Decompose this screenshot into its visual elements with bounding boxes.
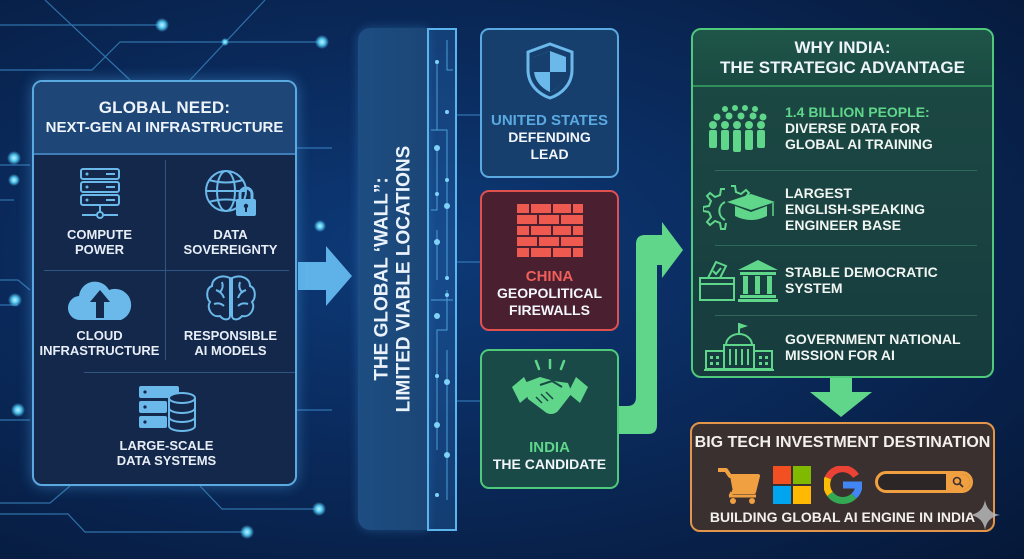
country-name: UNITED STATES <box>491 112 608 129</box>
need-item-responsible-ai: RESPONSIBLE AI MODELS <box>165 274 295 358</box>
gear-graduation-cap-icon <box>703 185 775 230</box>
google-g-logo-icon <box>824 466 862 504</box>
shield-icon <box>526 42 573 100</box>
arrow-down-icon <box>810 378 872 417</box>
capitol-building-icon <box>704 323 774 371</box>
advantage-text: GLOBAL AI TRAINING <box>785 136 933 152</box>
advantage-item-democracy: STABLE DEMOCRATIC SYSTEM <box>693 246 992 314</box>
global-wall-panel <box>358 28 428 530</box>
why-india-header: WHY INDIA: THE STRATEGIC ADVANTAGE <box>693 30 992 87</box>
country-subtitle: LEAD <box>530 146 569 162</box>
need-label: INFRASTRUCTURE <box>39 343 160 358</box>
country-name: CHINA <box>525 268 574 285</box>
database-icon <box>138 386 196 432</box>
country-subtitle: GEOPOLITICAL <box>497 285 602 301</box>
need-item-compute: COMPUTE POWER <box>34 167 165 257</box>
search-bar-icon <box>875 471 973 493</box>
advantage-text: DIVERSE DATA FOR <box>785 120 921 136</box>
need-label: COMPUTE <box>67 227 132 242</box>
advantage-text: SYSTEM <box>785 280 843 296</box>
why-india-subtitle: THE STRATEGIC ADVANTAGE <box>720 57 965 77</box>
brain-icon <box>205 275 256 321</box>
search-icon <box>946 474 970 490</box>
advantage-text: MISSION FOR AI <box>785 347 895 363</box>
need-label: DATA <box>213 227 248 242</box>
country-name: INDIA <box>529 439 570 456</box>
global-need-subtitle: NEXT-GEN AI INFRASTRUCTURE <box>45 118 284 136</box>
wall-title: THE GLOBAL ‘WALL”: <box>371 177 393 381</box>
advantage-divider <box>715 245 977 246</box>
country-card-united-states: UNITED STATES DEFENDING LEAD <box>480 28 619 178</box>
global-need-title: GLOBAL NEED: <box>98 97 231 117</box>
advantage-text: STABLE DEMOCRATIC <box>785 264 938 280</box>
sparkle-icon <box>970 500 1000 530</box>
wall-subtitle: LIMITED VIABLE LOCATIONS <box>393 145 415 413</box>
big-tech-panel: BIG TECH INVESTMENT DESTINATION BUILDING… <box>690 422 995 532</box>
arrow-india-to-panel-icon <box>619 222 683 434</box>
server-rack-icon <box>79 168 120 219</box>
country-subtitle: DEFENDING <box>508 129 591 145</box>
country-subtitle: THE CANDIDATE <box>492 456 607 472</box>
global-need-header: GLOBAL NEED: NEXT-GEN AI INFRASTRUCTURE <box>34 82 295 155</box>
ballot-box-institution-icon <box>699 260 778 302</box>
big-tech-footer: BUILDING GLOBAL AI ENGINE IN INDIA <box>709 509 976 525</box>
need-label: AI MODELS <box>194 343 267 358</box>
country-card-china: CHINA GEOPOLITICAL FIREWALLS <box>480 190 619 331</box>
advantage-item-national-mission: GOVERNMENT NATIONAL MISSION FOR AI <box>693 316 992 376</box>
need-label: LARGE-SCALE <box>119 438 214 453</box>
need-item-data-systems: LARGE-SCALE DATA SYSTEMS <box>34 384 295 468</box>
advantage-text: GOVERNMENT NATIONAL <box>785 331 961 347</box>
advantage-text: LARGEST <box>785 185 852 201</box>
why-india-title: WHY INDIA: <box>794 37 891 57</box>
circuit-traces-icon <box>431 40 453 500</box>
grid-divider-horizontal <box>44 270 289 271</box>
advantage-item-population: 1.4 BILLION PEOPLE: DIVERSE DATA FOR GLO… <box>693 92 992 164</box>
advantage-text: ENGLISH-SPEAKING <box>785 201 926 217</box>
advantage-highlight: 1.4 BILLION PEOPLE: <box>785 104 930 120</box>
arrow-right-icon <box>298 246 352 306</box>
advantage-text: ENGINEER BASE <box>785 217 901 233</box>
need-item-cloud: CLOUD INFRASTRUCTURE <box>34 280 165 358</box>
global-need-panel: GLOBAL NEED: NEXT-GEN AI INFRASTRUCTURE … <box>32 80 297 486</box>
advantage-item-engineers: LARGEST ENGLISH-SPEAKING ENGINEER BASE <box>693 172 992 246</box>
need-label: SOVEREIGNTY <box>183 242 278 257</box>
cloud-upload-icon <box>67 281 131 321</box>
why-india-panel: WHY INDIA: THE STRATEGIC ADVANTAGE 1.4 B… <box>691 28 994 378</box>
country-card-india: INDIA THE CANDIDATE <box>480 349 619 489</box>
handshake-icon <box>511 359 588 414</box>
need-label: DATA SYSTEMS <box>116 453 217 468</box>
grid-divider-vertical <box>165 160 166 360</box>
shopping-cart-icon <box>718 468 760 504</box>
need-item-data-sovereignty: DATA SOVEREIGNTY <box>165 167 295 257</box>
need-label: POWER <box>74 242 125 257</box>
circuit-wall-bar <box>427 28 457 531</box>
country-subtitle: FIREWALLS <box>509 302 590 318</box>
grid-divider-horizontal <box>84 372 295 373</box>
advantage-divider <box>715 170 977 171</box>
brick-wall-icon <box>516 204 583 257</box>
big-tech-title: BIG TECH INVESTMENT DESTINATION <box>694 434 991 451</box>
windows-logo-icon <box>773 466 811 504</box>
globe-lock-icon <box>204 170 256 216</box>
advantage-divider <box>715 315 977 316</box>
global-wall-label: THE GLOBAL ‘WALL”: LIMITED VIABLE LOCATI… <box>358 28 428 530</box>
crowd-icon <box>709 105 767 152</box>
need-label: RESPONSIBLE <box>183 328 278 343</box>
need-label: CLOUD <box>76 328 123 343</box>
